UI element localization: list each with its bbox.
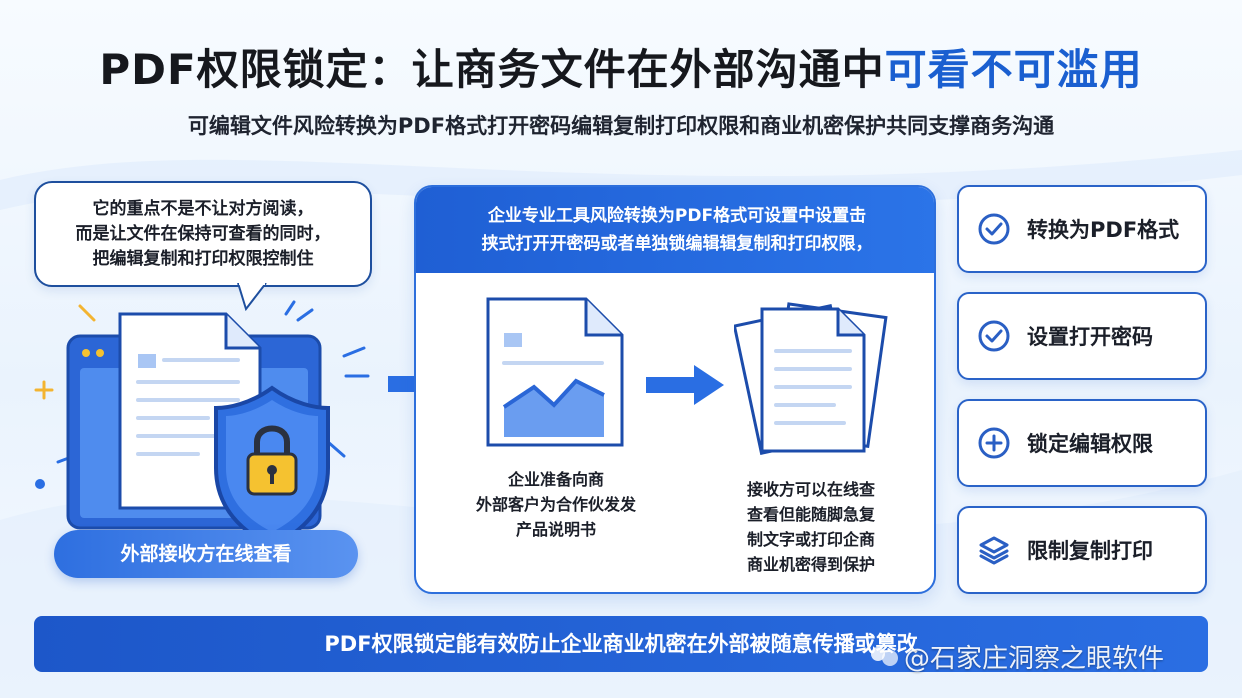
feature-card-convert: 转换为PDF格式	[957, 185, 1207, 273]
chart-document-icon	[486, 297, 624, 447]
bubble-line-3: 把编辑复制和打印权限控制住	[92, 248, 314, 269]
speech-bubble: 它的重点不是不让对方阅读， 而是让文件在保持可查看的同时， 把编辑复制和打印权限…	[34, 181, 372, 287]
plus-circle-icon	[978, 427, 1010, 459]
process-panel: 企业专业工具风险转换为PDF格式可设置中设置击 挟式打开开密码或者单独锁编辑辑复…	[414, 185, 936, 594]
arrow-right-icon	[646, 365, 724, 405]
feature-card-restrict-print: 限制复制打印	[957, 506, 1207, 594]
feature-card-label: 限制复制打印	[1027, 539, 1153, 563]
left-caption: 外部接收方在线查看	[54, 530, 358, 578]
bubble-line-1: 它的重点不是不让对方阅读，	[92, 198, 314, 219]
watermark-logo-icon	[871, 647, 898, 666]
check-circle-icon	[978, 320, 1010, 352]
watermark: @石家庄洞察之眼软件	[868, 636, 1228, 676]
sparkle-icon	[34, 304, 96, 400]
feature-card-label: 转换为PDF格式	[1027, 218, 1180, 242]
feature-card-lock-edit: 锁定编辑权限	[957, 399, 1207, 487]
step-receive-text: 接收方可以在线查 查看但能随脚急复 制文字或打印企商 商业机密得到保护	[726, 477, 896, 577]
check-circle-icon	[978, 213, 1010, 245]
feature-card-label: 设置打开密码	[1027, 325, 1153, 349]
watermark-text: @石家庄洞察之眼软件	[904, 643, 1165, 674]
summary-banner: PDF权限锁定能有效防止企业商业机密在外部被随意传播或篡改	[34, 616, 1208, 672]
title-main: PDF权限锁定：让商务文件在外部沟通中	[99, 45, 885, 94]
step-receive-line-2: 查看但能随脚急复	[746, 505, 875, 524]
step-prepare-line-3: 产品说明书	[515, 520, 596, 539]
page-title: PDF权限锁定：让商务文件在外部沟通中可看不可滥用	[0, 36, 1242, 97]
bubble-line-2: 而是让文件在保持可查看的同时，	[75, 223, 331, 244]
step-prepare-text: 企业准备向商 外部客户为合作伙发发 产品说明书	[456, 467, 656, 542]
step-receive-line-1: 接收方可以在线查	[746, 480, 875, 499]
step-receive-line-4: 商业机密得到保护	[746, 555, 875, 574]
process-header-line-2: 挟式打开开密码或者单独锁编辑辑复制和打印权限，	[481, 234, 873, 254]
bubble-tail	[237, 283, 267, 311]
page-subtitle: 可编辑文件风险转换为PDF格式打开密码编辑复制打印权限和商业机密保护共同支撑商务…	[187, 114, 1055, 138]
lock-icon	[246, 425, 298, 496]
step-receive-line-3: 制文字或打印企商	[746, 530, 875, 549]
process-header-line-1: 企业专业工具风险转换为PDF格式可设置中设置击	[487, 206, 867, 226]
feature-card-label: 锁定编辑权限	[1027, 432, 1153, 456]
title-accent: 可看不可滥用	[884, 45, 1143, 94]
document-stack-icon	[734, 302, 888, 456]
process-header: 企业专业工具风险转换为PDF格式可设置中设置击 挟式打开开密码或者单独锁编辑辑复…	[416, 187, 934, 273]
step-prepare-line-1: 企业准备向商	[507, 470, 604, 489]
feature-card-password: 设置打开密码	[957, 292, 1207, 380]
layers-icon	[979, 536, 1009, 565]
step-prepare-line-2: 外部客户为合作伙发发	[475, 495, 636, 514]
